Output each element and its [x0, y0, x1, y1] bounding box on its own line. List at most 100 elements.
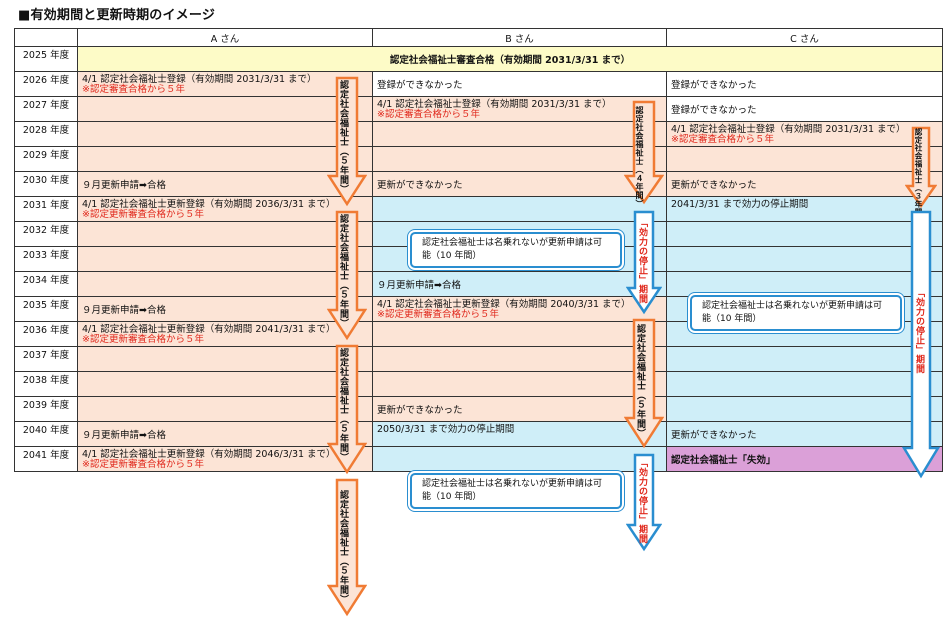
cell-b-2041 [372, 446, 667, 472]
cell-c-2038 [666, 371, 943, 397]
year-cell: 2038 年度 [14, 371, 78, 397]
year-cell: 2032 年度 [14, 221, 78, 247]
year-cell: 2041 年度 [14, 446, 78, 472]
year-cell: 2026 年度 [14, 71, 78, 97]
arrow-label-a4: 認定社会福祉士（５年間） [338, 490, 348, 604]
arrow-label-a3: 認定社会福祉士（５年間） [338, 348, 348, 462]
timeline-table: A さん B さん C さん 2025 年度 認定社会福祉士審査合格（有効期間 … [14, 28, 943, 472]
cell-a-2037 [77, 346, 373, 372]
table-row: 2028 年度 4/1 認定社会福祉士登録（有効期間 2031/3/31 まで）… [14, 121, 943, 147]
cell-b-2027: 4/1 認定社会福祉士登録（有効期間 2031/3/31 まで）※認定審査合格か… [372, 96, 667, 122]
cell-b-2030: 更新ができなかった [372, 171, 667, 197]
down-arrow-c2 [902, 210, 940, 479]
cell-c-2032 [666, 221, 943, 247]
year-cell: 2039 年度 [14, 396, 78, 422]
down-arrow-b3 [624, 318, 664, 449]
down-arrow-a2 [327, 210, 367, 341]
text-a-2036: 4/1 認定社会福祉士更新登録（有効期間 2041/3/31 まで） [82, 324, 336, 335]
cell-c-2033 [666, 246, 943, 272]
cell-b-2036 [372, 321, 667, 347]
down-arrow-b2 [626, 210, 662, 315]
down-arrow-a4 [327, 478, 367, 617]
note-c-2028: ※認定審査合格から５年 [671, 134, 774, 145]
cell-a-2033 [77, 246, 373, 272]
year-cell: 2037 年度 [14, 346, 78, 372]
note-a-2026: ※認定審査合格から５年 [82, 84, 185, 95]
year-cell: 2028 年度 [14, 121, 78, 147]
cell-a-2031: 4/1 認定社会福祉士更新登録（有効期間 2036/3/31 まで）※認定更新審… [77, 196, 373, 222]
cell-c-2027: 登録ができなかった [666, 96, 943, 122]
cell-a-2026: 4/1 認定社会福祉士登録（有効期間 2031/3/31 まで）※認定審査合格か… [77, 71, 373, 97]
cell-b-2037 [372, 346, 667, 372]
text-a-2041: 4/1 認定社会福祉士更新登録（有効期間 2046/3/31 まで） [82, 449, 336, 460]
table-row: 2041 年度 4/1 認定社会福祉士更新登録（有効期間 2046/3/31 ま… [14, 446, 943, 472]
table-row: 2030 年度 ９月更新申請➡合格 更新ができなかった 更新ができなかった [14, 171, 943, 197]
arrow-label-a1: 認定社会福祉士（５年間） [338, 80, 348, 194]
year-cell: 2034 年度 [14, 271, 78, 297]
year-cell: 2029 年度 [14, 146, 78, 172]
cell-c-2029 [666, 146, 943, 172]
year-cell: 2025 年度 [14, 46, 78, 72]
table-row: 2039 年度 更新ができなかった [14, 396, 943, 422]
cell-b-2026: 登録ができなかった [372, 71, 667, 97]
cell-c-2028: 4/1 認定社会福祉士登録（有効期間 2031/3/31 まで）※認定審査合格か… [666, 121, 943, 147]
cell-a-2027 [77, 96, 373, 122]
header-year [14, 28, 78, 47]
year-cell: 2035 年度 [14, 296, 78, 322]
arrow-label-b3: 認定社会福祉士（５年間） [635, 324, 645, 438]
cell-b-2034: ９月更新申請➡合格 [372, 271, 667, 297]
year-cell: 2033 年度 [14, 246, 78, 272]
year-cell: 2027 年度 [14, 96, 78, 122]
header-a: A さん [77, 28, 373, 47]
cell-b-2029 [372, 146, 667, 172]
callout-c: 認定社会福祉士は名乗れないが更新申請は可能（10 年間） [690, 295, 902, 331]
cell-b-2031 [372, 196, 667, 222]
cell-b-2028 [372, 121, 667, 147]
exam-pass-cell: 認定社会福祉士審査合格（有効期間 2031/3/31 まで） [77, 46, 943, 72]
header-c: C さん [666, 28, 943, 47]
cell-c-2026: 登録ができなかった [666, 71, 943, 97]
cell-c-2031: 2041/3/31 まで効力の停止期間 [666, 196, 943, 222]
cell-c-2040: 更新ができなかった [666, 421, 943, 447]
year-cell: 2036 年度 [14, 321, 78, 347]
down-arrow-a1 [327, 76, 367, 207]
cell-a-2041: 4/1 認定社会福祉士更新登録（有効期間 2046/3/31 まで）※認定更新審… [77, 446, 373, 472]
text-c-2031: 2041/3/31 まで効力の停止期間 [671, 199, 809, 210]
down-arrow-a3 [327, 344, 367, 475]
year-cell: 2030 年度 [14, 171, 78, 197]
cell-b-2039: 更新ができなかった [372, 396, 667, 422]
table-row: 2037 年度 [14, 346, 943, 372]
arrow-label-c1: 認定社会福祉士（３年間） [914, 128, 923, 224]
cell-c-2041: 認定社会福祉士「失効」 [666, 446, 943, 472]
arrow-label-c2: 「効力の停止」期間 [914, 288, 924, 374]
arrow-label-b2: 「効力の停止」期間 [637, 218, 647, 304]
text-b-2040: 2050/3/31 まで効力の停止期間 [377, 424, 515, 435]
header-row: A さん B さん C さん [14, 28, 943, 47]
arrow-label-b1: 認定社会福祉士（４年間） [635, 106, 644, 208]
cell-a-2040: ９月更新申請➡合格 [77, 421, 373, 447]
note-a-2041: ※認定更新審査合格から５年 [82, 459, 204, 470]
down-arrow-b4 [626, 453, 662, 552]
callout-b2: 認定社会福祉士は名乗れないが更新申請は可能（10 年間） [410, 473, 622, 509]
note-a-2031: ※認定更新審査合格から５年 [82, 209, 204, 220]
year-cell: 2040 年度 [14, 421, 78, 447]
table-row: 2032 年度 [14, 221, 943, 247]
table-row: 2025 年度 認定社会福祉士審査合格（有効期間 2031/3/31 まで） [14, 46, 943, 72]
table-row: 2029 年度 [14, 146, 943, 172]
table-row: 2034 年度 ９月更新申請➡合格 [14, 271, 943, 297]
cell-b-2035: 4/1 認定社会福祉士更新登録（有効期間 2040/3/31 まで）※認定更新審… [372, 296, 667, 322]
callout-b1: 認定社会福祉士は名乗れないが更新申請は可能（10 年間） [410, 232, 622, 268]
cell-b-2038 [372, 371, 667, 397]
note-b-2027: ※認定審査合格から５年 [377, 109, 480, 120]
text-a-2026: 4/1 認定社会福祉士登録（有効期間 2031/3/31 まで） [82, 74, 317, 85]
table-row: 2031 年度 4/1 認定社会福祉士更新登録（有効期間 2036/3/31 ま… [14, 196, 943, 222]
table-row: 2026 年度 4/1 認定社会福祉士登録（有効期間 2031/3/31 まで）… [14, 71, 943, 97]
table-row: 2027 年度 4/1 認定社会福祉士登録（有効期間 2031/3/31 まで）… [14, 96, 943, 122]
cell-b-2040: 2050/3/31 まで効力の停止期間 [372, 421, 667, 447]
page-title: ■有効期間と更新時期のイメージ [18, 8, 216, 23]
cell-c-2039 [666, 396, 943, 422]
cell-a-2036: 4/1 認定社会福祉士更新登録（有効期間 2041/3/31 まで）※認定更新審… [77, 321, 373, 347]
arrow-label-a2: 認定社会福祉士（５年間） [338, 214, 348, 328]
down-arrow-b1 [624, 100, 664, 205]
text-c-2028: 4/1 認定社会福祉士登録（有効期間 2031/3/31 まで） [671, 124, 906, 135]
